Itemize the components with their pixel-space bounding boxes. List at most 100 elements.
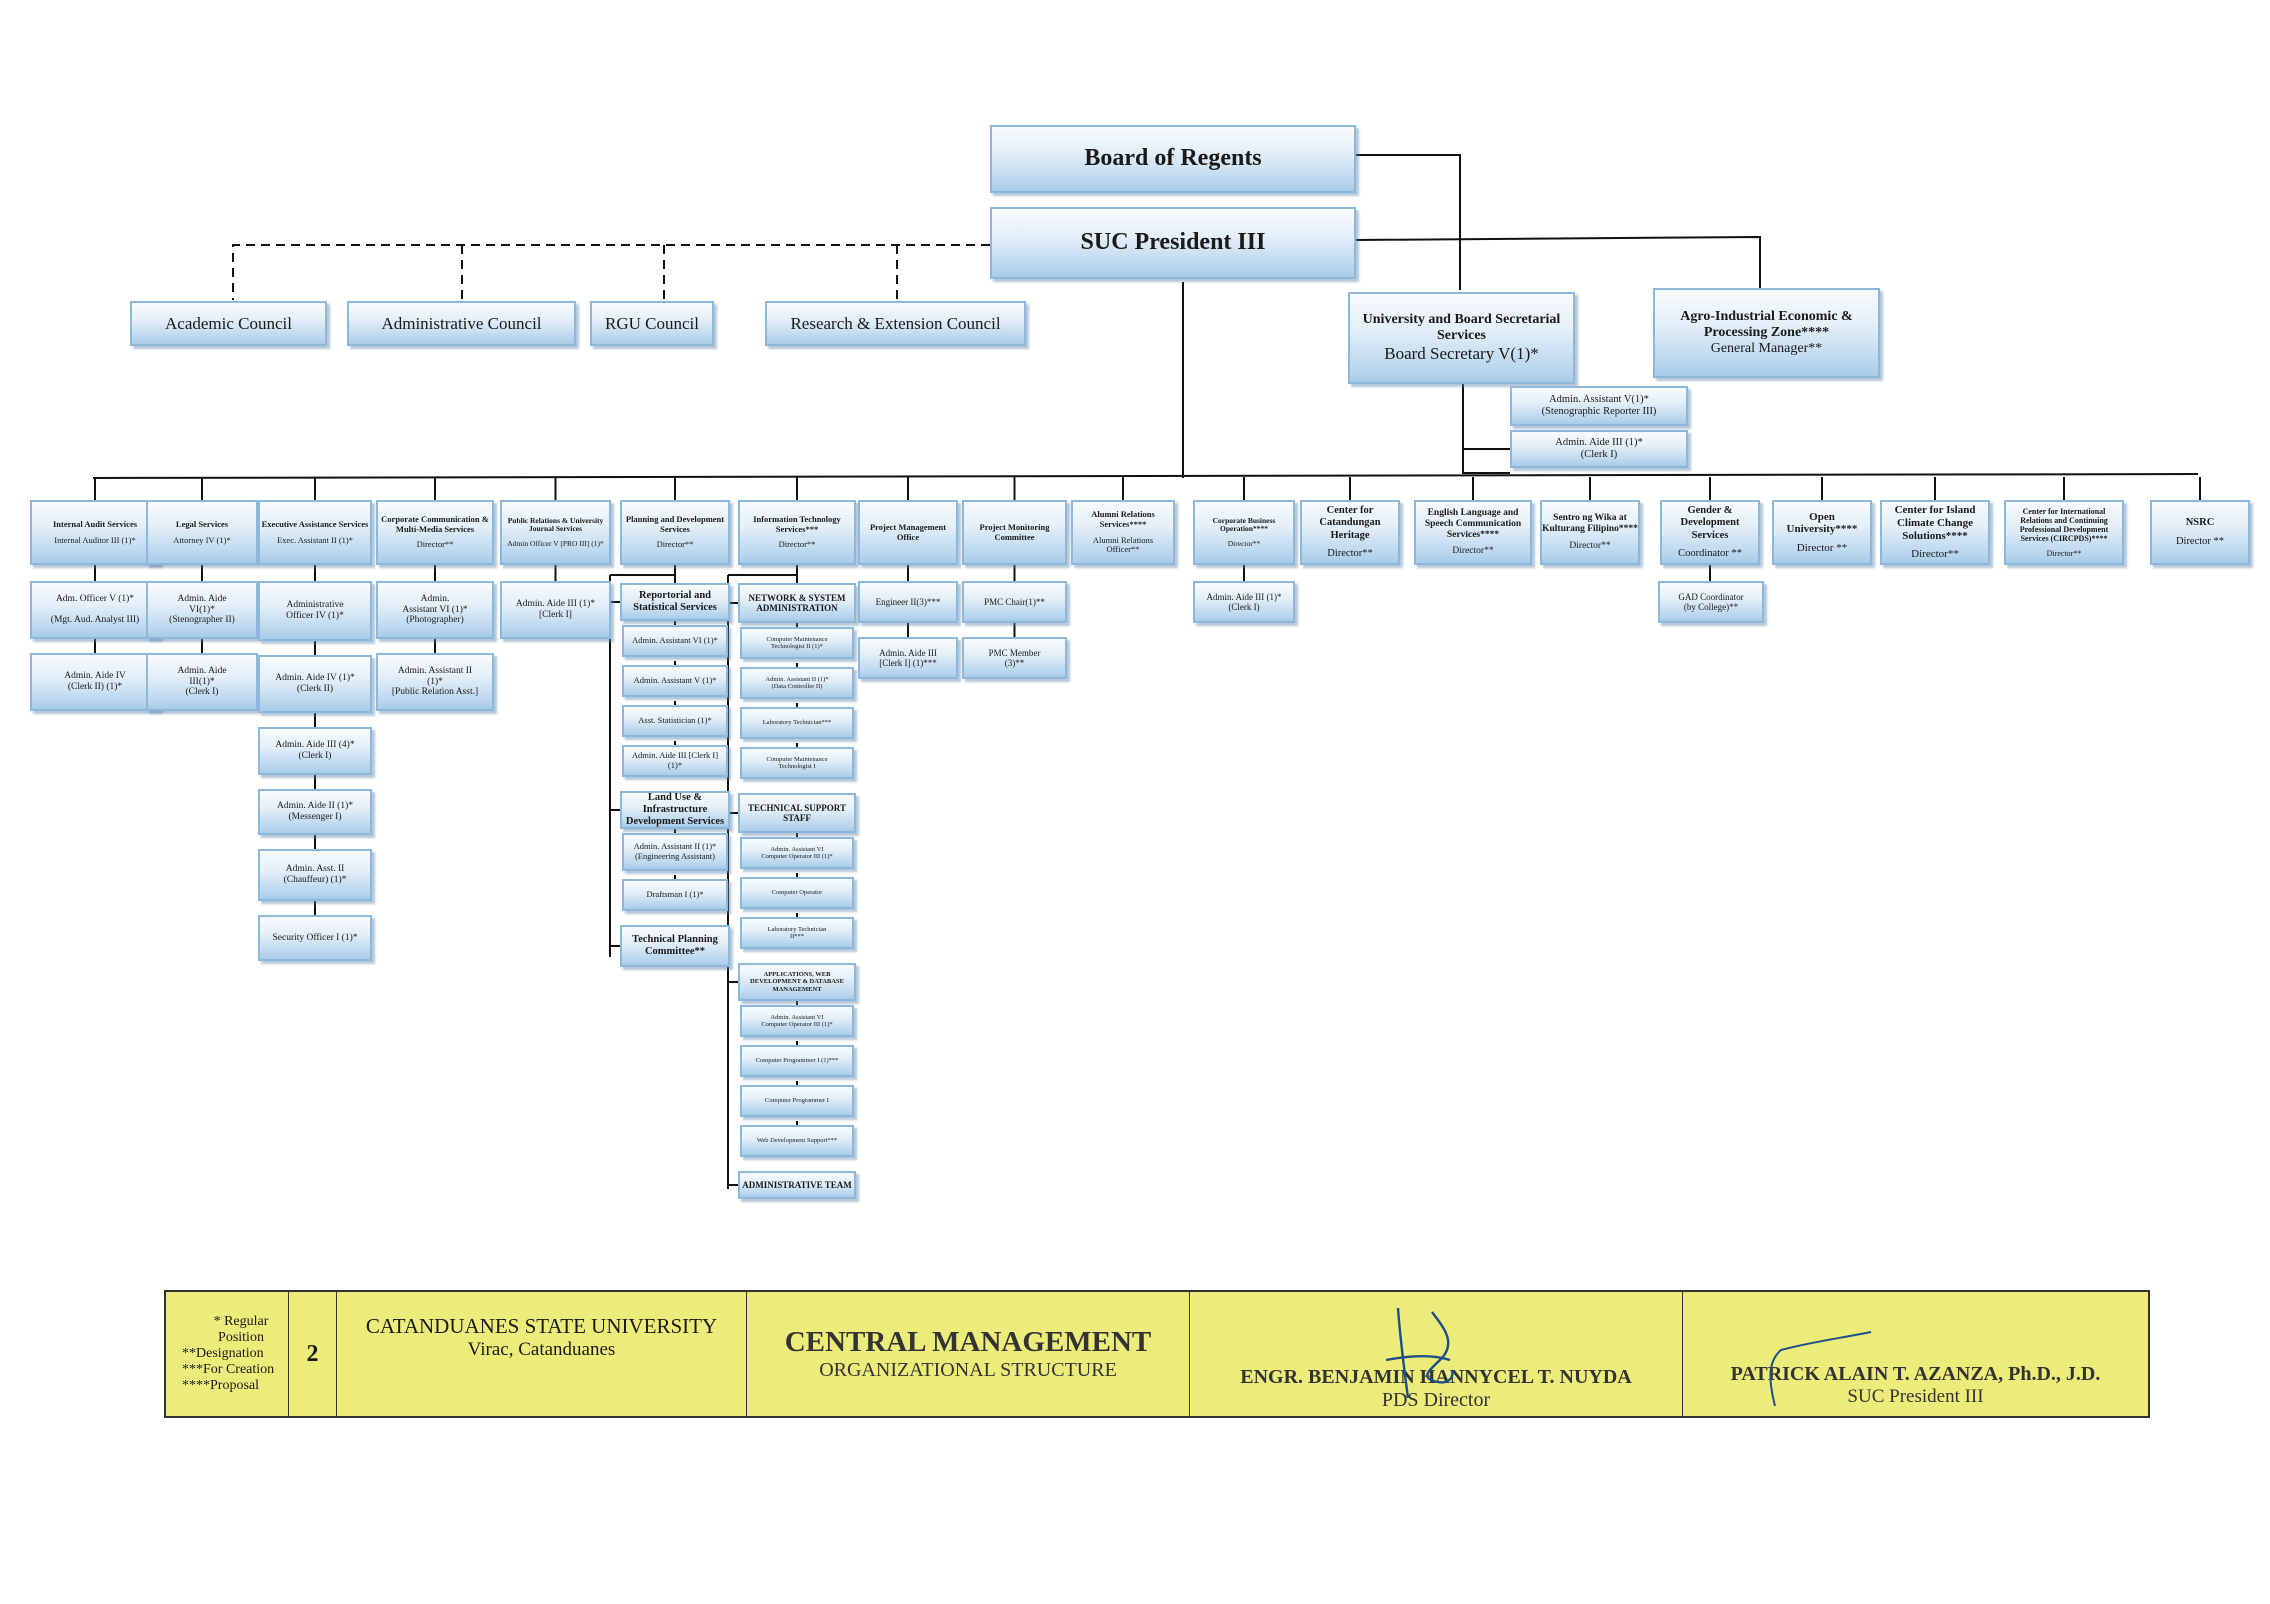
staff-box[interactable]: Admin. Aide IV (Clerk II) (1)*: [30, 653, 160, 711]
staff-box[interactable]: Admin. Assistant II (1)* (Engineering As…: [622, 833, 728, 871]
unit-head-box-head: Director**: [1911, 548, 1959, 561]
board-of-regents-label: Board of Regents: [1084, 145, 1262, 172]
staff-box[interactable]: Admin. Aide II (1)* (Messenger I): [258, 789, 372, 835]
staff-box[interactable]: Admin. Assistant VI (1)* (Photographer): [376, 581, 494, 639]
staff-box[interactable]: Admin. Aide III(1)* (Clerk I): [146, 653, 258, 711]
board-of-regents-box[interactable]: Board of Regents: [990, 125, 1356, 193]
staff-box[interactable]: Computer Maintenance Technologist I: [740, 747, 854, 779]
document-title: CENTRAL MANAGEMENT: [784, 1326, 1152, 1358]
group-box[interactable]: Technical Planning Committee**: [620, 925, 730, 967]
unit-head-box[interactable]: Corporate Communication & Multi-Media Se…: [376, 500, 494, 565]
unit-head-box-head: Director**: [1327, 547, 1373, 559]
staff-box[interactable]: Admin. Assistant VI (1)*: [622, 625, 728, 657]
staff-box[interactable]: PMC Member (3)**: [962, 637, 1067, 679]
council-label: RGU Council: [605, 313, 699, 333]
unit-head-box[interactable]: Center for Island Climate Change Solutio…: [1880, 500, 1990, 565]
unit-head-box[interactable]: Center for International Relations and C…: [2004, 500, 2124, 565]
unit-head-box[interactable]: English Language and Speech Communicatio…: [1414, 500, 1532, 565]
staff-box[interactable]: Computer Programmer I (1)***: [740, 1045, 854, 1077]
suc-president-box[interactable]: SUC President III: [990, 207, 1356, 279]
council-administrative[interactable]: Administrative Council: [347, 301, 576, 346]
staff-box[interactable]: Laboratory Technician***: [740, 707, 854, 739]
staff-box[interactable]: Admin. Aide III (1)* [Clerk I]: [500, 581, 611, 639]
staff-box[interactable]: GAD Coordinator (by College)**: [1658, 581, 1764, 623]
unit-head-box-head: Alumni Relations Officer**: [1092, 534, 1154, 555]
signatory-pds-cell: ENGR. BENJAMIN HANNYCEL T. NUYDA PDS Dir…: [1190, 1292, 1683, 1416]
staff-box[interactable]: Admin. Assistant VI Computer Operator II…: [740, 1005, 854, 1037]
staff-box[interactable]: Admin. Aide VI(1)* (Stenographer II): [146, 581, 258, 639]
staff-box[interactable]: Security Officer I (1)*: [258, 915, 372, 961]
staff-box[interactable]: Computer Programmer I: [740, 1085, 854, 1117]
staff-box-label: Admin. Assistant VI Computer Operator II…: [761, 1013, 833, 1028]
signatory-name: ENGR. BENJAMIN HANNYCEL T. NUYDA: [1240, 1366, 1632, 1388]
secretariat-staff-box[interactable]: Admin. Assistant V(1)* (Stenographic Rep…: [1510, 386, 1688, 426]
staff-box-label: Admin. Assistant VI Computer Operator II…: [761, 845, 833, 860]
secretariat-connector: [1462, 440, 1510, 474]
group-box[interactable]: NETWORK & SYSTEM ADMINISTRATION: [738, 583, 856, 623]
secretariat-box[interactable]: University and Board Secretarial Service…: [1348, 292, 1575, 384]
unit-head-box[interactable]: Public Relations & University Journal Se…: [500, 500, 611, 565]
staff-box-label: Computer Operator: [771, 889, 823, 897]
council-rgu[interactable]: RGU Council: [590, 301, 714, 346]
staff-box[interactable]: Laboratory Technician II***: [740, 917, 854, 949]
staff-box-label: Draftsman I (1)*: [646, 889, 704, 900]
unit-head-box-head: Director**: [1227, 538, 1261, 548]
unit-head-box-label: Executive Assistance Services: [261, 518, 369, 529]
staff-box[interactable]: Admin. Assistant V (1)*: [622, 665, 728, 697]
unit-head-box[interactable]: Project Monitoring Committee: [962, 500, 1067, 565]
staff-box[interactable]: Admin. Assistant VI Computer Operator II…: [740, 837, 854, 869]
signatory-name: PATRICK ALAIN T. AZANZA, Ph.D., J.D.: [1730, 1363, 2101, 1385]
group-box[interactable]: APPLICATIONS, WEB DEVELOPMENT & DATABASE…: [738, 963, 856, 1001]
staff-box[interactable]: Admin. Assistant II (1)* (Data Controlle…: [740, 667, 854, 699]
staff-box[interactable]: Adm. Officer V (1)* (Mgt. Aud. Analyst I…: [30, 581, 160, 639]
staff-box[interactable]: Computer Maintenance Technologist II (1)…: [740, 627, 854, 659]
staff-box[interactable]: PMC Chair(1)**: [962, 581, 1067, 623]
staff-box[interactable]: Administrative Officer IV (1)*: [258, 581, 372, 641]
agro-industrial-box[interactable]: Agro-Industrial Economic & Processing Zo…: [1653, 288, 1880, 378]
university-name: CATANDUANES STATE UNIVERSITY: [365, 1314, 718, 1338]
staff-box[interactable]: Admin. Aide III (4)* (Clerk I): [258, 727, 372, 775]
council-academic[interactable]: Academic Council: [130, 301, 327, 346]
signature-mark: [1385, 1307, 1454, 1399]
unit-head-box[interactable]: Open University****Director **: [1772, 500, 1872, 565]
unit-head-box[interactable]: Alumni Relations Services****Alumni Rela…: [1071, 500, 1175, 565]
group-box[interactable]: TECHNICAL SUPPORT STAFF: [738, 793, 856, 833]
unit-head-box-label: Internal Audit Services: [52, 518, 138, 529]
staff-box-label: Computer Maintenance Technologist I: [766, 755, 828, 770]
unit-head-box[interactable]: Sentro ng Wika at Kulturang Filipino****…: [1540, 500, 1640, 565]
unit-head-box-head: Director **: [2175, 535, 2225, 547]
staff-box[interactable]: Admin. Aide III [Clerk I] (1)*: [622, 745, 728, 777]
staff-box[interactable]: Admin. Aide III [Clerk I] (1)***: [858, 637, 958, 679]
group-box[interactable]: Land Use & Infrastructure Development Se…: [620, 791, 730, 829]
unit-head-box-head: Director**: [656, 539, 694, 550]
unit-head-box[interactable]: Information Technology Services***Direct…: [738, 500, 856, 565]
unit-head-box-label: Information Technology Services***: [753, 513, 841, 534]
staff-box[interactable]: Computer Operator: [740, 877, 854, 909]
staff-box[interactable]: Draftsman I (1)*: [622, 879, 728, 911]
unit-head-box-label: Project Management Office: [869, 521, 947, 542]
staff-line: Admin. Assistant V(1)*: [1549, 393, 1649, 405]
unit-head-box[interactable]: Project Management Office: [858, 500, 958, 565]
document-subtitle: ORGANIZATIONAL STRUCTURE: [819, 1359, 1117, 1381]
staff-box[interactable]: Admin. Assistant II (1)* [Public Relatio…: [376, 653, 494, 711]
staff-box[interactable]: Admin. Aide III (1)* (Clerk I): [1193, 581, 1295, 623]
unit-head-box[interactable]: Corporate Business Operation****Director…: [1193, 500, 1295, 565]
staff-box-label: Admin. Assistant V (1)*: [633, 675, 717, 686]
staff-box[interactable]: Asst. Statistician (1)*: [622, 705, 728, 737]
staff-box[interactable]: Admin. Aide IV (1)* (Clerk II): [258, 655, 372, 713]
group-box[interactable]: ADMINISTRATIVE TEAM: [738, 1171, 856, 1199]
unit-head-box-label: Center for Island Climate Change Solutio…: [1894, 504, 1976, 542]
secretariat-staff-box[interactable]: Admin. Aide III (1)* (Clerk I): [1510, 430, 1688, 468]
staff-box[interactable]: Admin. Asst. II (Chauffeur) (1)*: [258, 849, 372, 901]
staff-box[interactable]: Web Development Support***: [740, 1125, 854, 1157]
group-box[interactable]: Reportorial and Statistical Services: [620, 583, 730, 621]
staff-box[interactable]: Engineer II(3)***: [858, 581, 958, 623]
council-research-extension[interactable]: Research & Extension Council: [765, 301, 1026, 346]
